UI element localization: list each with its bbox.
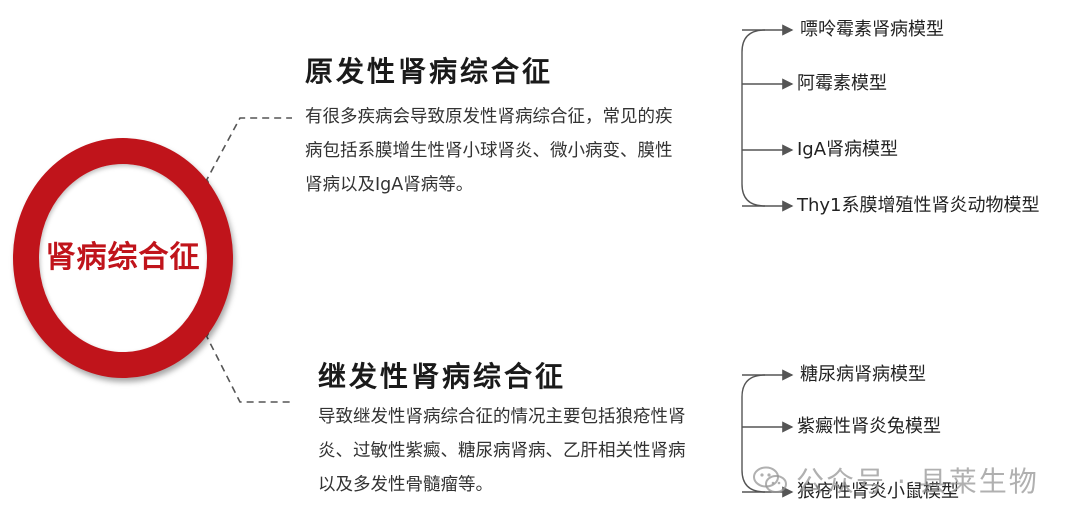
wechat-icon	[753, 466, 787, 493]
primary-description-line: 病包括系膜增生性肾小球肾炎、微小病变、膜性	[305, 141, 673, 161]
model-item: 狼疮性肾炎小鼠模型	[797, 481, 959, 502]
lower-connector	[201, 329, 292, 403]
secondary-description-line: 以及多发性骨髓瘤等。	[318, 475, 493, 495]
model-item: 紫癜性肾炎兔模型	[797, 416, 941, 437]
secondary-description-line: 炎、过敏性紫癜、糖尿病肾病、乙肝相关性肾病	[318, 441, 686, 461]
model-item: 阿霉素模型	[797, 73, 887, 94]
primary-section-title: 原发性肾病综合征	[305, 55, 554, 88]
primary-description-line: 肾病以及IgA肾病等。	[305, 175, 474, 195]
primary-section-description: 有很多疾病会导致原发性肾病综合征，常见的疾 病包括系膜增生性肾小球肾炎、微小病变…	[305, 100, 673, 202]
primary-description-line: 有很多疾病会导致原发性肾病综合征，常见的疾	[305, 107, 673, 127]
model-item: 糖尿病肾病模型	[800, 364, 926, 385]
upper-connector	[201, 117, 292, 187]
secondary-section-title: 继发性肾病综合征	[318, 360, 567, 393]
lower-model-bracket	[741, 369, 794, 498]
model-item: 嘌呤霉素肾病模型	[800, 19, 944, 40]
watermark-text: 公众号 · 县莱生物	[796, 465, 1039, 498]
center-label: 肾病综合征	[45, 240, 201, 275]
secondary-section-description: 导致继发性肾病综合征的情况主要包括狼疮性肾 炎、过敏性紫癜、糖尿病肾病、乙肝相关…	[318, 400, 686, 502]
secondary-description-line: 导致继发性肾病综合征的情况主要包括狼疮性肾	[318, 407, 686, 427]
model-item: Thy1系膜增殖性肾炎动物模型	[797, 195, 1040, 216]
upper-model-bracket	[741, 24, 794, 212]
model-item: IgA肾病模型	[797, 139, 899, 160]
watermark: 公众号 · 县莱生物	[752, 460, 1039, 500]
